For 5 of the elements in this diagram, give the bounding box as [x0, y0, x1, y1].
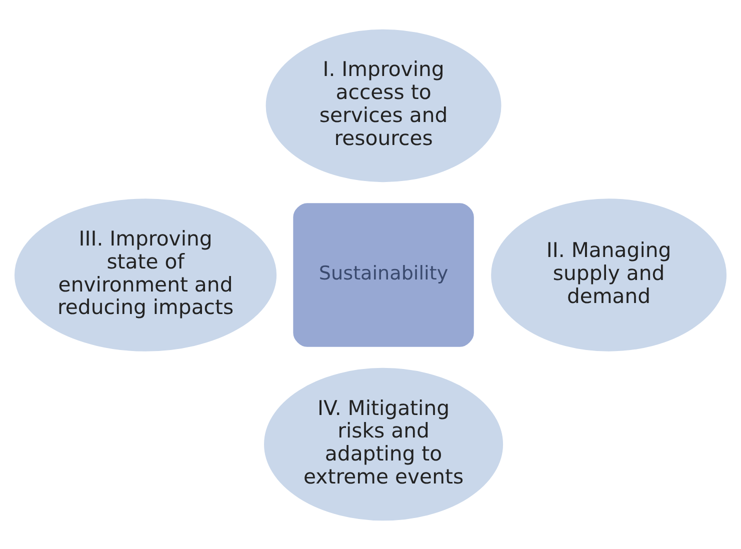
node-ellipse: II. Managing supply and demand: [488, 196, 730, 354]
node-ellipse: IV. Mitigating risks and adapting to extreme events: [261, 364, 506, 523]
node-ellipse: III. Improving state of environment and reducing impacts: [12, 196, 280, 354]
node-box: Sustainability: [290, 200, 476, 349]
node-ellipse: I. Improving access to services and resources: [263, 26, 504, 184]
